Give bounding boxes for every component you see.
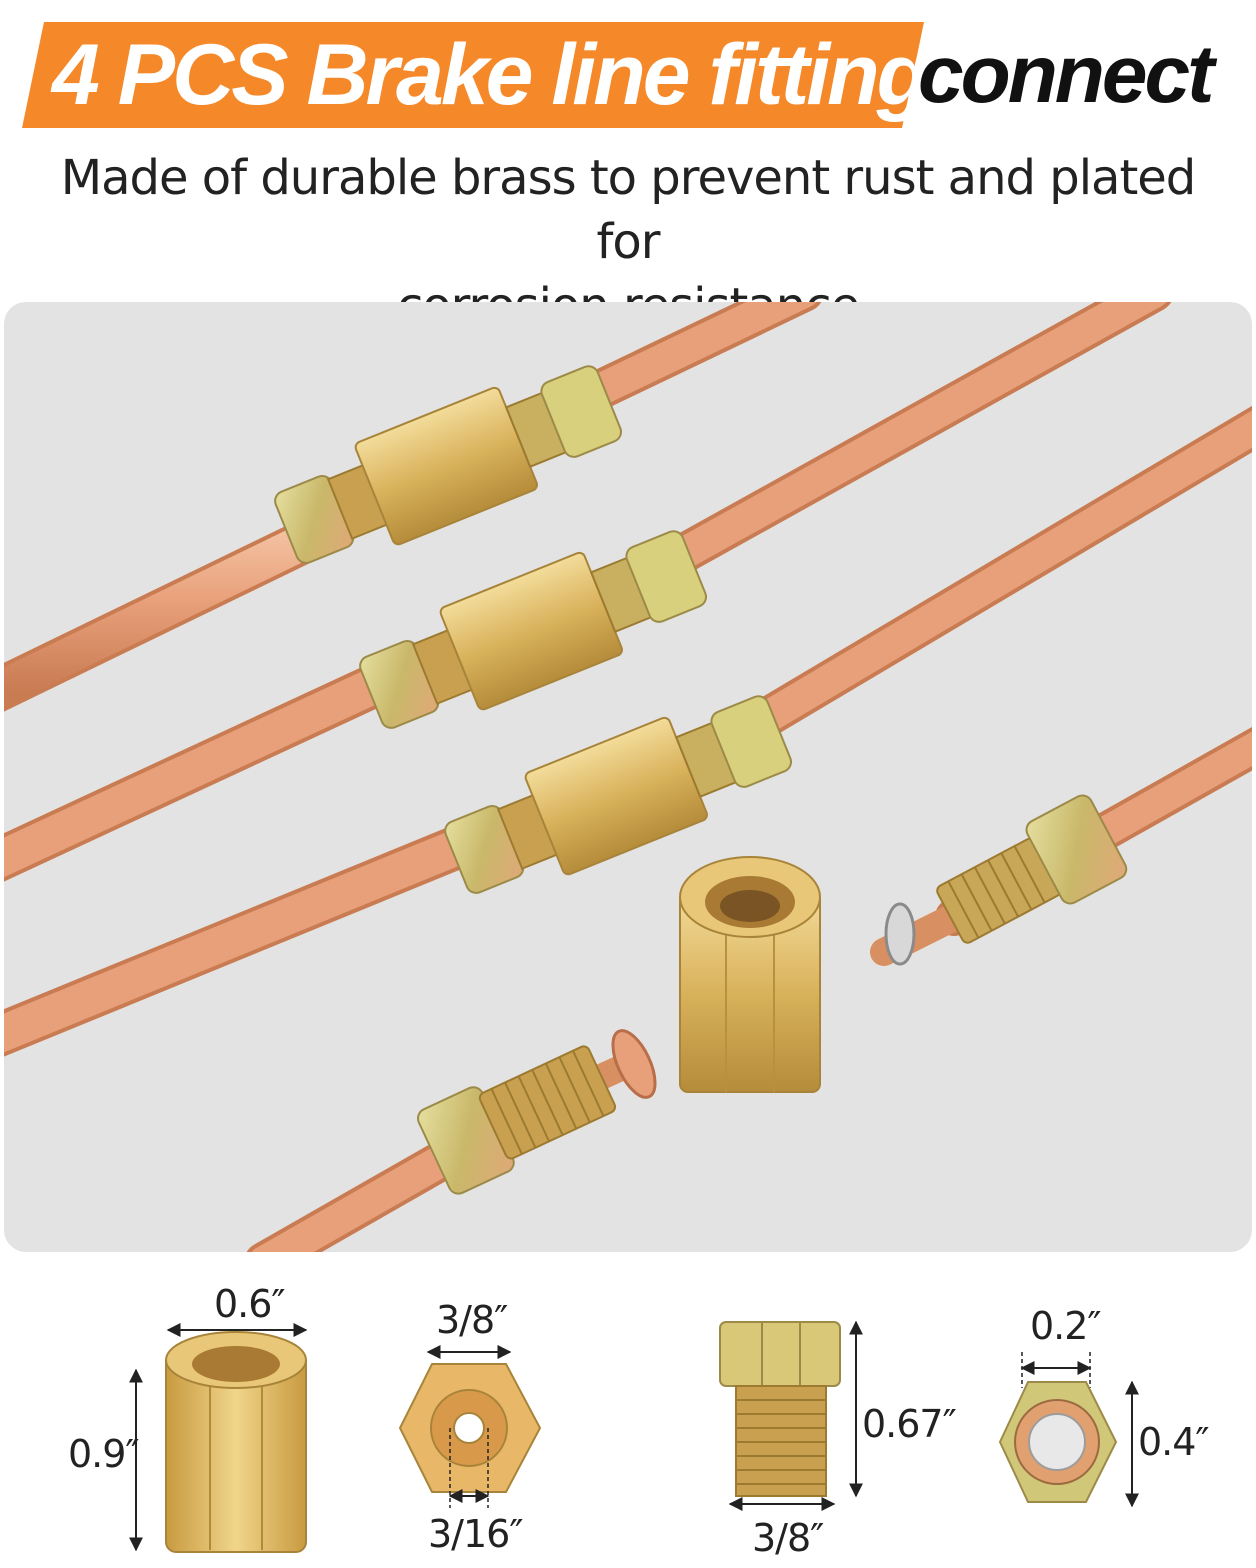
nut-height-label: 0.4″ [1138,1420,1210,1464]
tube-bolt-right [936,794,1128,944]
product-photo [4,302,1252,1252]
dimension-diagrams: 0.6″ 0.9″ 3/8″ 3/16″ 0.67″ 3/8″ 0.2″ 0.4… [0,1260,1256,1568]
assembled-fitting-1 [274,365,623,564]
banner-title-main: 4 PCS Brake line fitting [52,27,929,123]
hex-across-label: 3/8″ [436,1298,508,1342]
assembled-fitting-2 [359,530,708,729]
dimension-drawings [129,1320,1139,1553]
nut-end-view [998,1352,1139,1508]
flared-tube-end [884,902,916,966]
flared-tube-end-bottom [611,1029,657,1099]
title-banner: 4 PCS Brake line fitting connect [0,0,1256,140]
nut-bore-label: 0.2″ [1030,1304,1102,1348]
tube-bolt-bottom [417,1045,617,1195]
hex-end-view [398,1345,542,1508]
banner-orange-block [22,22,924,128]
loose-coupler [679,856,821,1093]
coupler-width-label: 0.6″ [214,1282,286,1326]
tube-bolt-dimension [719,1320,863,1511]
coupler-height-label: 0.9″ [68,1432,140,1476]
banner-title-accent: connect [918,29,1214,120]
bolt-height-label: 0.67″ [862,1402,957,1446]
subtitle-line-1: Made of durable brass to prevent rust an… [60,150,1197,270]
brake-line-illustration [4,302,1252,1252]
coupler-dimension [129,1323,308,1553]
assembled-fitting-3 [444,695,793,894]
hex-bore-label: 3/16″ [428,1512,524,1556]
bolt-width-label: 3/8″ [752,1516,824,1560]
